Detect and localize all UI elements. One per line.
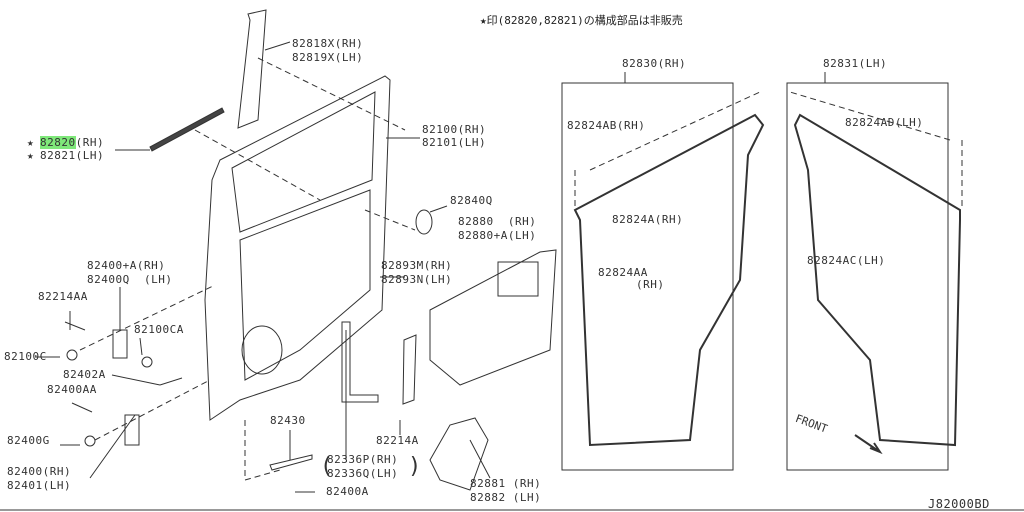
label-82881[interactable]: 82881 (RH) [470, 477, 542, 490]
diagram-code: J82000BD [928, 497, 990, 511]
label-82100ca[interactable]: 82100CA [134, 323, 184, 336]
label-82401[interactable]: 82401(LH) [7, 479, 72, 492]
door-panel-part [204, 75, 391, 421]
star-icon: ★ [27, 149, 35, 162]
label-82840q[interactable]: 82840Q [450, 194, 493, 207]
front-arrow-icon [854, 434, 883, 455]
label-82824ac[interactable]: 82824AC(LH) [807, 254, 886, 267]
nut-82100c [66, 349, 78, 361]
label-82214a[interactable]: 82214A [376, 434, 419, 447]
label-82821[interactable]: 82821(LH) [40, 149, 105, 162]
label-82820[interactable]: 82820(RH) [40, 136, 105, 149]
label-82336p[interactable]: 82336P(RH) [327, 453, 399, 466]
note-text: 印(82820,82821)の構成部品は非販売 [486, 14, 683, 27]
label-82400g[interactable]: 82400G [7, 434, 50, 447]
label-82400q[interactable]: 82400Q (LH) [87, 273, 173, 286]
label-82893n[interactable]: 82893N(LH) [381, 273, 453, 286]
label-82824aa-rh: (RH) [636, 278, 665, 291]
label-82430[interactable]: 82430 [270, 414, 306, 427]
lh-inset-box [786, 82, 949, 471]
label-82400a[interactable]: 82400A [326, 485, 369, 498]
channel-part [341, 321, 379, 403]
label-82818x[interactable]: 82818X(RH) [292, 37, 364, 50]
cover-82893 [402, 334, 417, 405]
sash-trim-part [237, 9, 267, 129]
label-82882[interactable]: 82882 (LH) [470, 491, 542, 504]
label-82830[interactable]: 82830(RH) [622, 57, 687, 70]
highlighted-part-number: 82820 [40, 136, 76, 149]
label-82831[interactable]: 82831(LH) [823, 57, 888, 70]
label-82824ad[interactable]: 82824AD(LH) [845, 116, 924, 129]
label-82893m[interactable]: 82893M(RH) [381, 259, 453, 272]
label-82880[interactable]: 82880 (RH) [458, 215, 537, 228]
label-82824a[interactable]: 82824A(RH) [612, 213, 684, 226]
label-82880a[interactable]: 82880+A(LH) [458, 229, 537, 242]
lh-seal-part [793, 113, 961, 447]
label-82214aa[interactable]: 82214AA [38, 290, 88, 303]
label-82336q[interactable]: 82336Q(LH) [327, 467, 399, 480]
star-icon: ★ [480, 14, 487, 27]
label-82100c[interactable]: 82100C [4, 350, 47, 363]
label-82824aa[interactable]: 82824AA [598, 266, 648, 279]
bracket-close: ) [408, 454, 422, 479]
screen-82881 [429, 417, 489, 491]
nut-82400g [84, 435, 96, 447]
plug-82840q [415, 209, 433, 235]
label-82819x[interactable]: 82819X(LH) [292, 51, 364, 64]
label-82400aa[interactable]: 82400AA [47, 383, 97, 396]
nut-82100ca [141, 356, 153, 368]
rh-inset-box [561, 82, 734, 471]
star-icon: ★ [27, 136, 35, 149]
not-sold-note: ★印(82820,82821)の構成部品は非販売 [480, 12, 683, 28]
door-check-part [269, 454, 313, 471]
lower-hinge-part [124, 414, 140, 446]
label-82400a-rh[interactable]: 82400+A(RH) [87, 259, 166, 272]
bracket-open: ( [320, 454, 334, 479]
rh-seal-part [573, 113, 765, 447]
label-82101[interactable]: 82101(LH) [422, 136, 487, 149]
label-82400[interactable]: 82400(RH) [7, 465, 72, 478]
label-82402a[interactable]: 82402A [63, 368, 106, 381]
side-rh: (RH) [75, 136, 105, 149]
trim-panel-part [429, 249, 557, 386]
weatherstrip-part [149, 107, 225, 152]
label-82824ab[interactable]: 82824AB(RH) [567, 119, 646, 132]
label-82100[interactable]: 82100(RH) [422, 123, 487, 136]
upper-hinge-part [112, 329, 128, 359]
